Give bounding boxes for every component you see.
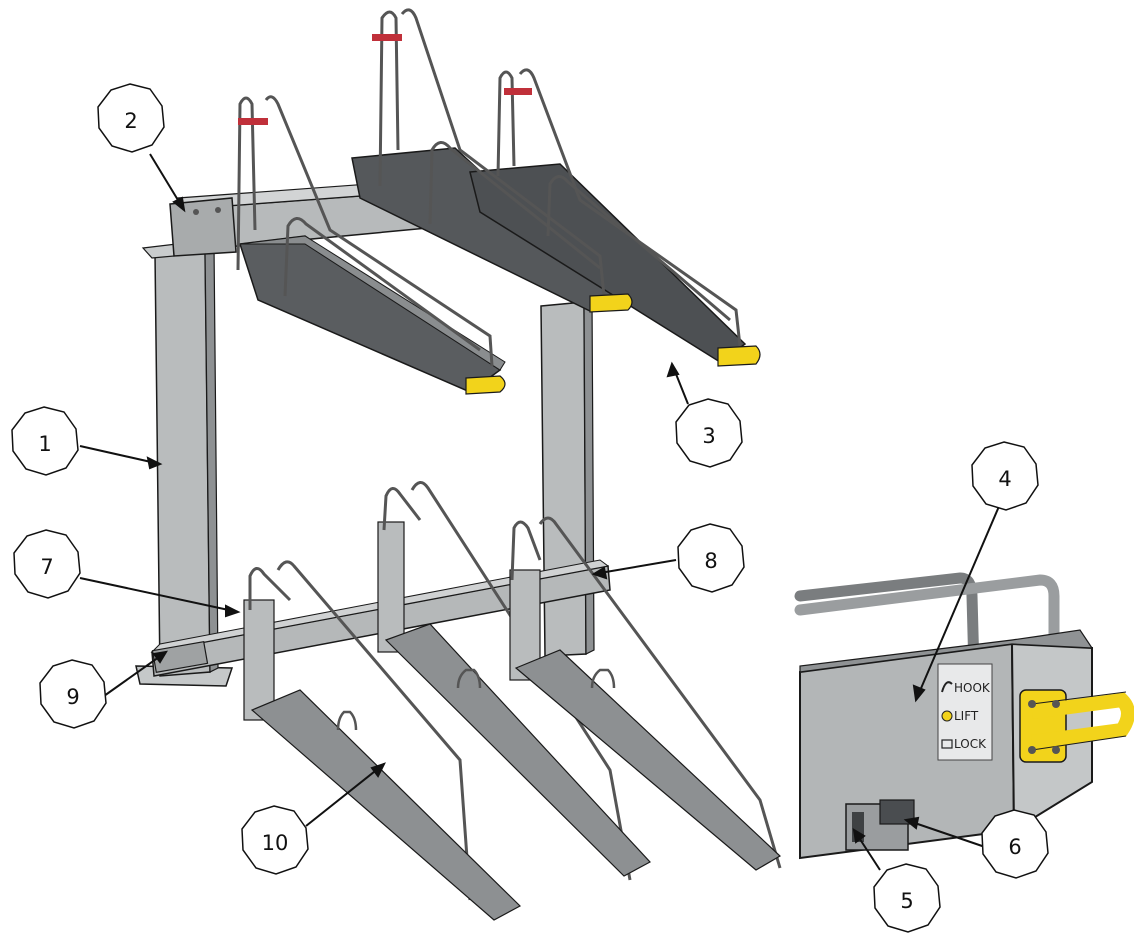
callout-10-label: 10 <box>262 831 289 855</box>
upper-right-handle <box>717 345 761 367</box>
upper-right-strap <box>504 88 532 95</box>
lower-rack-1-post <box>243 599 275 721</box>
leader-8-arrow <box>591 566 608 580</box>
callout-bubbles: 1 2 3 4 5 6 7 8 <box>11 83 1049 933</box>
callout-7: 7 <box>13 529 81 599</box>
lower-rack-2-u <box>456 668 482 689</box>
leader-9-arrow <box>152 650 168 664</box>
callout-5: 5 <box>873 863 941 933</box>
upper-left-handle <box>465 375 506 395</box>
leader-1 <box>79 445 161 465</box>
right-column-side <box>583 297 595 655</box>
inset-rail-front <box>794 574 1060 656</box>
upper-tray-left <box>239 235 502 393</box>
lower-rack-1 <box>243 560 522 921</box>
right-column <box>540 301 587 657</box>
bike-rack-assembly <box>135 8 782 921</box>
callout-2: 2 <box>97 83 165 153</box>
callout-1: 1 <box>11 406 79 476</box>
lower-rack-2-frame <box>382 481 632 881</box>
inset-handle-loop <box>1031 692 1134 749</box>
lower-rack-2-channel <box>384 623 651 877</box>
callout-leaders <box>79 153 1001 871</box>
leader-4-arrow <box>912 684 926 703</box>
callout-7-label: 7 <box>40 555 53 579</box>
upper-middle-strap <box>372 34 402 41</box>
callout-1-label: 1 <box>38 432 51 456</box>
leader-2-arrow <box>172 196 186 213</box>
callout-2-label: 2 <box>124 109 137 133</box>
upper-left-hoop <box>236 95 494 367</box>
leader-9 <box>103 651 167 697</box>
lower-rack-3-frame <box>510 516 782 869</box>
lower-rack-2-post <box>377 521 405 653</box>
leader-7-arrow <box>225 604 241 618</box>
lower-rack-2 <box>377 481 651 881</box>
upper-tray-left-top <box>239 235 506 371</box>
callout-9: 9 <box>39 659 107 729</box>
leader-3-arrow <box>666 361 680 378</box>
callout-8: 8 <box>677 523 745 593</box>
lower-rack-3 <box>509 516 782 871</box>
inset-tray-lip <box>799 629 1094 673</box>
upper-middle-rail <box>428 141 601 270</box>
sticker-lift-glyph <box>941 710 953 722</box>
inset-handle-bolt <box>1028 746 1036 754</box>
sticker-line-hook: HOOK <box>954 681 991 695</box>
callout-6-label: 6 <box>1008 835 1021 859</box>
sticker-line-lift: LIFT <box>954 709 979 723</box>
callout-4-label: 4 <box>998 467 1011 491</box>
lower-rack-3-u <box>590 668 616 689</box>
inset-handle-bolt <box>1052 700 1060 708</box>
callout-8-label: 8 <box>704 549 717 573</box>
callout-4: 4 <box>971 441 1039 511</box>
bracket-bolt <box>215 207 221 213</box>
left-column <box>154 249 211 677</box>
sticker-hook-glyph <box>941 681 953 693</box>
lower-rack-1-channel <box>250 689 522 921</box>
left-clamp <box>151 640 209 674</box>
callout-3: 3 <box>675 398 743 468</box>
leader-10-arrow <box>370 762 386 778</box>
callout-10: 10 <box>241 805 309 875</box>
lower-rack-3-channel <box>514 649 781 871</box>
upper-middle-hoop <box>378 8 606 297</box>
callout-3-label: 3 <box>702 424 715 448</box>
leader-8 <box>593 559 677 575</box>
lower-rack-1-frame <box>248 560 472 901</box>
inset-handle-loop-outline <box>1031 691 1127 751</box>
leader-6 <box>905 819 989 849</box>
upper-middle-handle <box>589 293 633 313</box>
upper-right-rail <box>546 175 731 322</box>
sticker-lock-glyph <box>941 739 953 749</box>
upper-left-strap <box>238 118 268 125</box>
upper-right-hoop <box>496 68 742 347</box>
leader-5-arrow <box>852 828 866 844</box>
bracket-bolt <box>193 209 199 215</box>
callout-6: 6 <box>981 809 1049 879</box>
callout-5-label: 5 <box>900 889 913 913</box>
detail-inset: HOOK LIFT LOCK <box>794 572 1134 860</box>
inset-handle-bolt <box>1028 700 1036 708</box>
upper-left-rail <box>283 217 481 352</box>
inset-rail-back <box>794 572 980 676</box>
sticker-line-lock: LOCK <box>954 737 987 751</box>
leader-10 <box>305 763 385 827</box>
lower-rack-1-u <box>336 710 358 731</box>
leader-1-arrow <box>146 456 163 470</box>
leader-6-arrow <box>903 816 920 830</box>
callout-9-label: 9 <box>66 685 79 709</box>
inset-handle-bolt <box>1052 746 1060 754</box>
leader-4 <box>915 503 1001 701</box>
leader-7 <box>79 577 239 613</box>
